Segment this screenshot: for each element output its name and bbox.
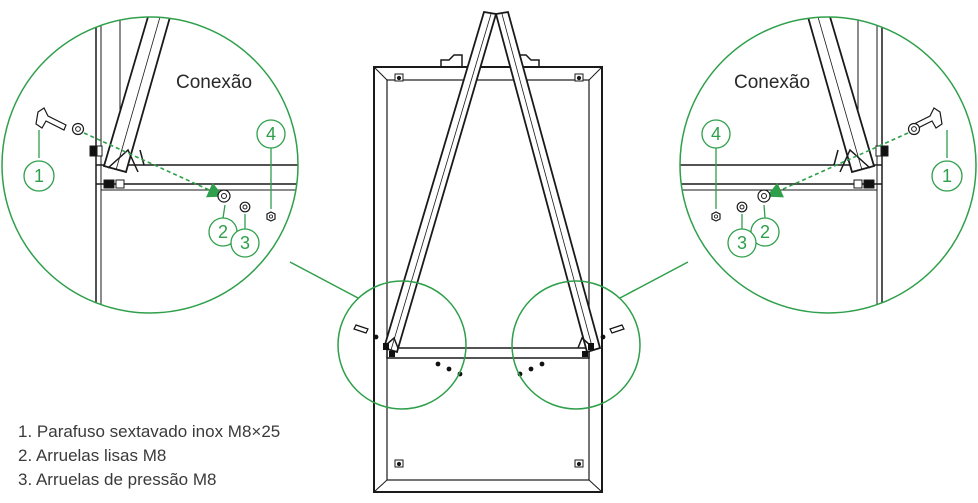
svg-text:4: 4 (266, 124, 276, 144)
legend-item: 3. Arruelas de pressão M8 (18, 470, 217, 489)
svg-text:2: 2 (760, 222, 770, 242)
callout-left: 1 2 3 4 Conexão (1, 16, 299, 314)
svg-text:2: 2 (218, 222, 228, 242)
connector-line-left (289, 261, 359, 299)
assembly-arrow (83, 132, 224, 198)
marker-1: 1 (931, 160, 963, 192)
outer-frame (373, 66, 603, 493)
bolt-icon (35, 107, 67, 131)
callout-title: Conexão (734, 72, 810, 93)
svg-text:4: 4 (711, 124, 721, 144)
assembly-arrow (766, 132, 909, 198)
highlight-circle-right (511, 280, 641, 410)
svg-text:1: 1 (34, 166, 44, 186)
legend-item: 1. Parafuso sextavado inox M8×25 (18, 422, 281, 441)
callout-title: Conexão (176, 72, 252, 93)
joint-hardware-right (517, 324, 625, 377)
support-leg-left (382, 10, 498, 354)
marker-4: 4 (256, 119, 286, 149)
marker-3: 3 (727, 228, 757, 258)
legend-item: 2. Arruelas lisas M8 (18, 446, 167, 465)
marker-3: 3 (230, 228, 260, 258)
svg-text:1: 1 (942, 166, 952, 186)
parts-legend: 1. Parafuso sextavado inox M8×25 2. Arru… (18, 420, 280, 492)
callout-right: 1 2 3 4 Conexão (679, 16, 977, 314)
joint-hardware-left (353, 324, 463, 377)
inner-frame (386, 79, 590, 481)
svg-text:3: 3 (737, 233, 747, 253)
svg-text:3: 3 (240, 233, 250, 253)
connector-line-right (619, 261, 689, 299)
support-leg-right (494, 10, 602, 354)
panel-frame (373, 10, 603, 493)
crossbar (386, 347, 590, 359)
highlight-circle-left (337, 280, 467, 410)
marker-1: 1 (23, 160, 55, 192)
marker-4: 4 (701, 119, 731, 149)
